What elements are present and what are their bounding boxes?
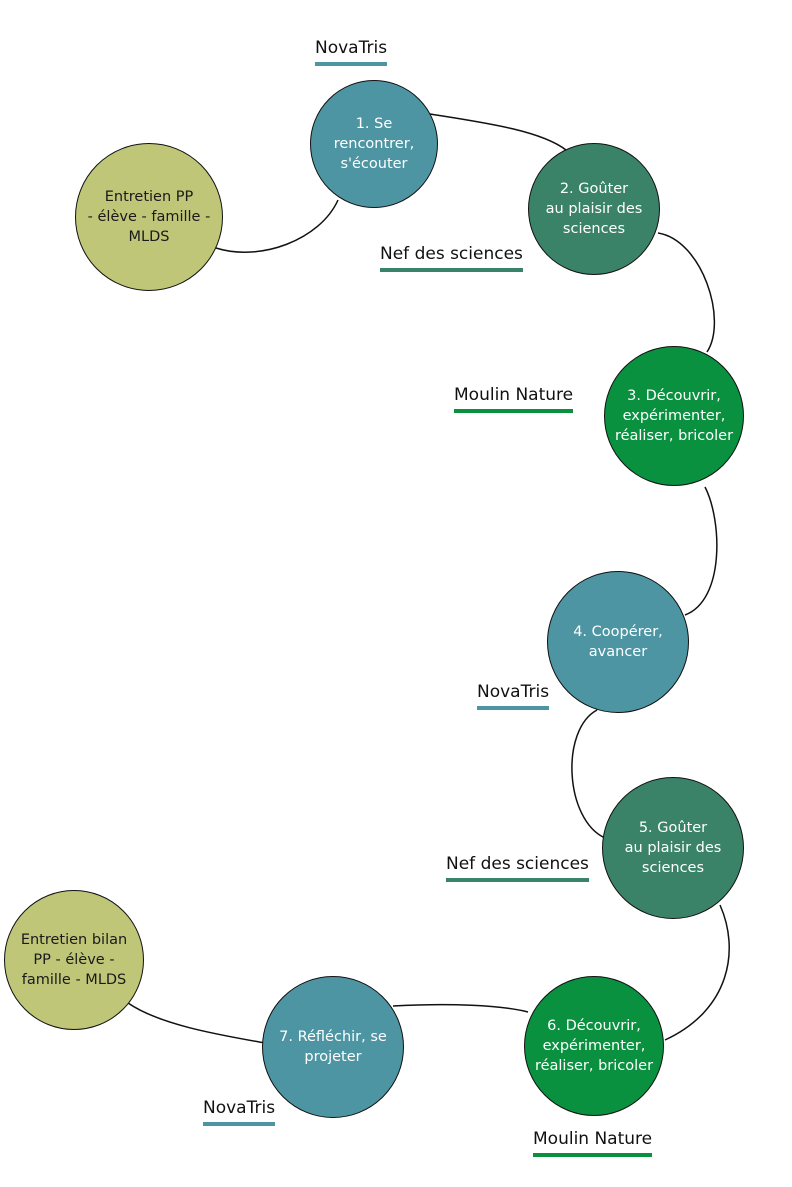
step-node-5: 5. Goûter au plaisir des sciences: [602, 777, 744, 919]
step-node-3-label: 3. Découvrir, expérimenter, réaliser, br…: [614, 388, 734, 444]
connector-7-6: [392, 1003, 529, 1013]
step-node-7-label: 7. Réfléchir, se projeter: [279, 1029, 387, 1065]
step-node-2-label: 2. Goûter au plaisir des sciences: [545, 181, 643, 237]
end-node-entretien-bilan: Entretien bilan PP - élève - famille - M…: [4, 890, 144, 1030]
start-node-entretien: Entretien PP - élève - famille - MLDS: [75, 143, 223, 291]
location-label-5: Nef des sciences: [446, 853, 589, 882]
step-node-2: 2. Goûter au plaisir des sciences: [528, 143, 660, 275]
location-label-7: NovaTris: [203, 1097, 276, 1126]
step-node-1-label: 1. Se rencontrer, s'écouter: [333, 116, 415, 172]
connector-1-2: [429, 113, 567, 151]
location-label-3: Moulin Nature: [454, 384, 574, 413]
connector-2-3: [657, 232, 716, 353]
start-node-label: Entretien PP - élève - famille - MLDS: [87, 189, 211, 245]
connector-end-7: [127, 1002, 266, 1044]
location-label-6: Moulin Nature: [533, 1128, 653, 1157]
step-node-7: 7. Réfléchir, se projeter: [262, 976, 404, 1118]
step-node-4: 4. Coopérer, avancer: [547, 571, 689, 713]
connector-5-6: [664, 904, 730, 1041]
step-node-3: 3. Découvrir, expérimenter, réaliser, br…: [604, 346, 744, 486]
location-label-2: Nef des sciences: [380, 243, 523, 272]
connector-start-1: [215, 199, 339, 253]
step-node-4-label: 4. Coopérer, avancer: [573, 624, 663, 660]
connector-3-4: [684, 486, 718, 616]
step-node-1: 1. Se rencontrer, s'écouter: [310, 80, 438, 208]
connector-4-5: [571, 709, 606, 839]
location-label-1: NovaTris: [315, 37, 388, 66]
step-node-6: 6. Découvrir, expérimenter, réaliser, br…: [524, 976, 664, 1116]
step-node-6-label: 6. Découvrir, expérimenter, réaliser, br…: [534, 1018, 654, 1074]
location-label-4: NovaTris: [477, 681, 550, 710]
step-node-5-label: 5. Goûter au plaisir des sciences: [624, 820, 722, 876]
end-node-label: Entretien bilan PP - élève - famille - M…: [20, 932, 128, 988]
